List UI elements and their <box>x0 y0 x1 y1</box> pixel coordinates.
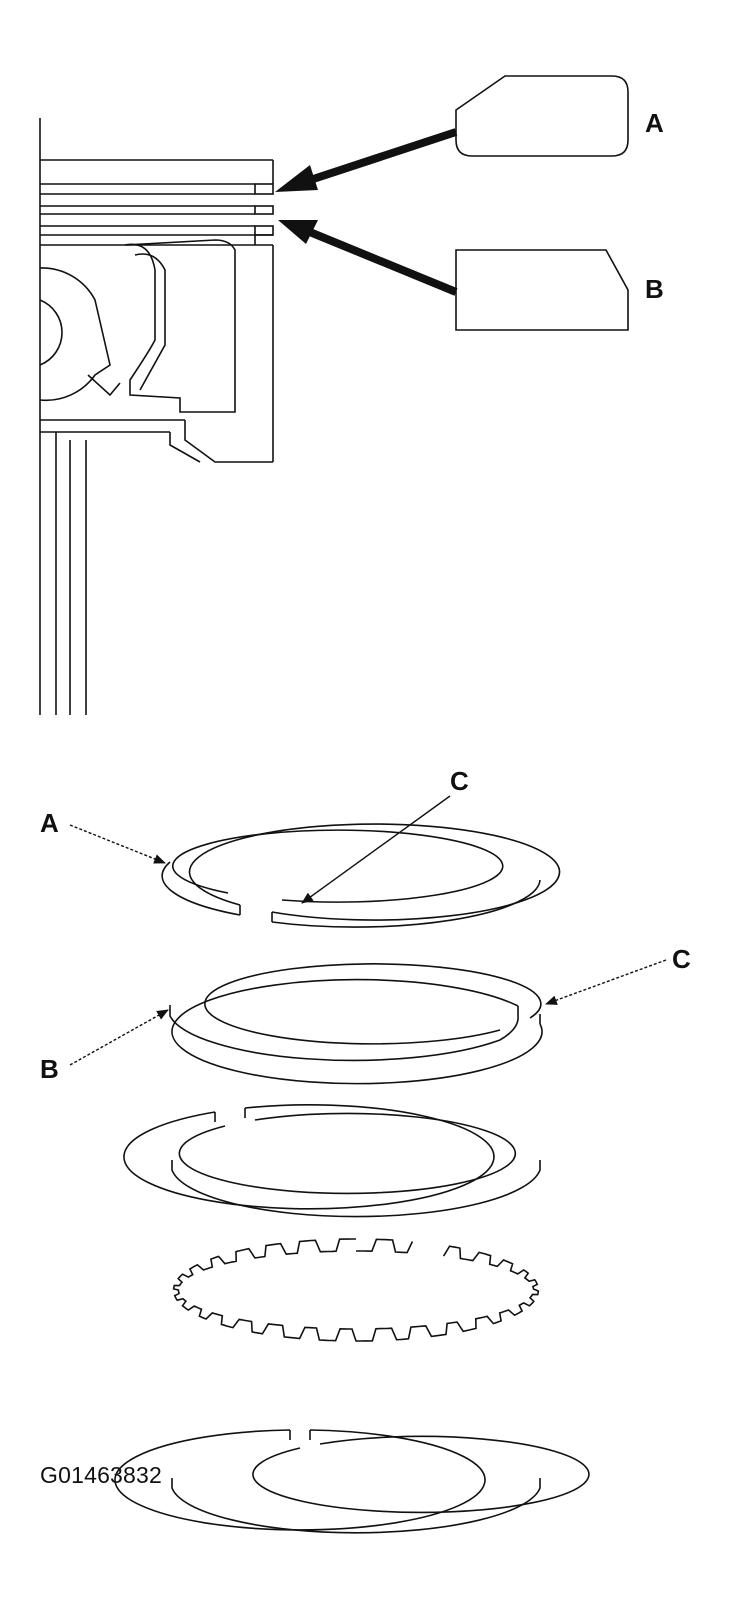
leader-a <box>69 824 166 864</box>
leader-c-top <box>301 795 451 904</box>
callout-label-b: B <box>645 274 664 304</box>
leader-c-right <box>545 959 667 1005</box>
ring-top-compression <box>161 823 561 928</box>
callout-arrow-b <box>278 220 458 296</box>
callout-arrow-a <box>275 128 458 192</box>
ring-oil-rail-upper <box>123 1103 541 1218</box>
callout-label-a: A <box>645 108 664 138</box>
ring-label-b: B <box>40 1054 59 1084</box>
figure-id: G01463832 <box>40 1462 163 1488</box>
gap-label-c-top: C <box>450 766 469 796</box>
leader-b <box>69 1009 169 1066</box>
callout-box-a <box>455 75 629 157</box>
callout-box-b <box>455 249 629 331</box>
piston-section <box>39 118 274 715</box>
ring-oil-expander <box>172 1238 540 1342</box>
ring-label-a: A <box>40 808 59 838</box>
ring-oil-rail-lower <box>114 1429 590 1534</box>
ring-second-compression <box>169 963 543 1085</box>
gap-label-c-right: C <box>672 944 691 974</box>
